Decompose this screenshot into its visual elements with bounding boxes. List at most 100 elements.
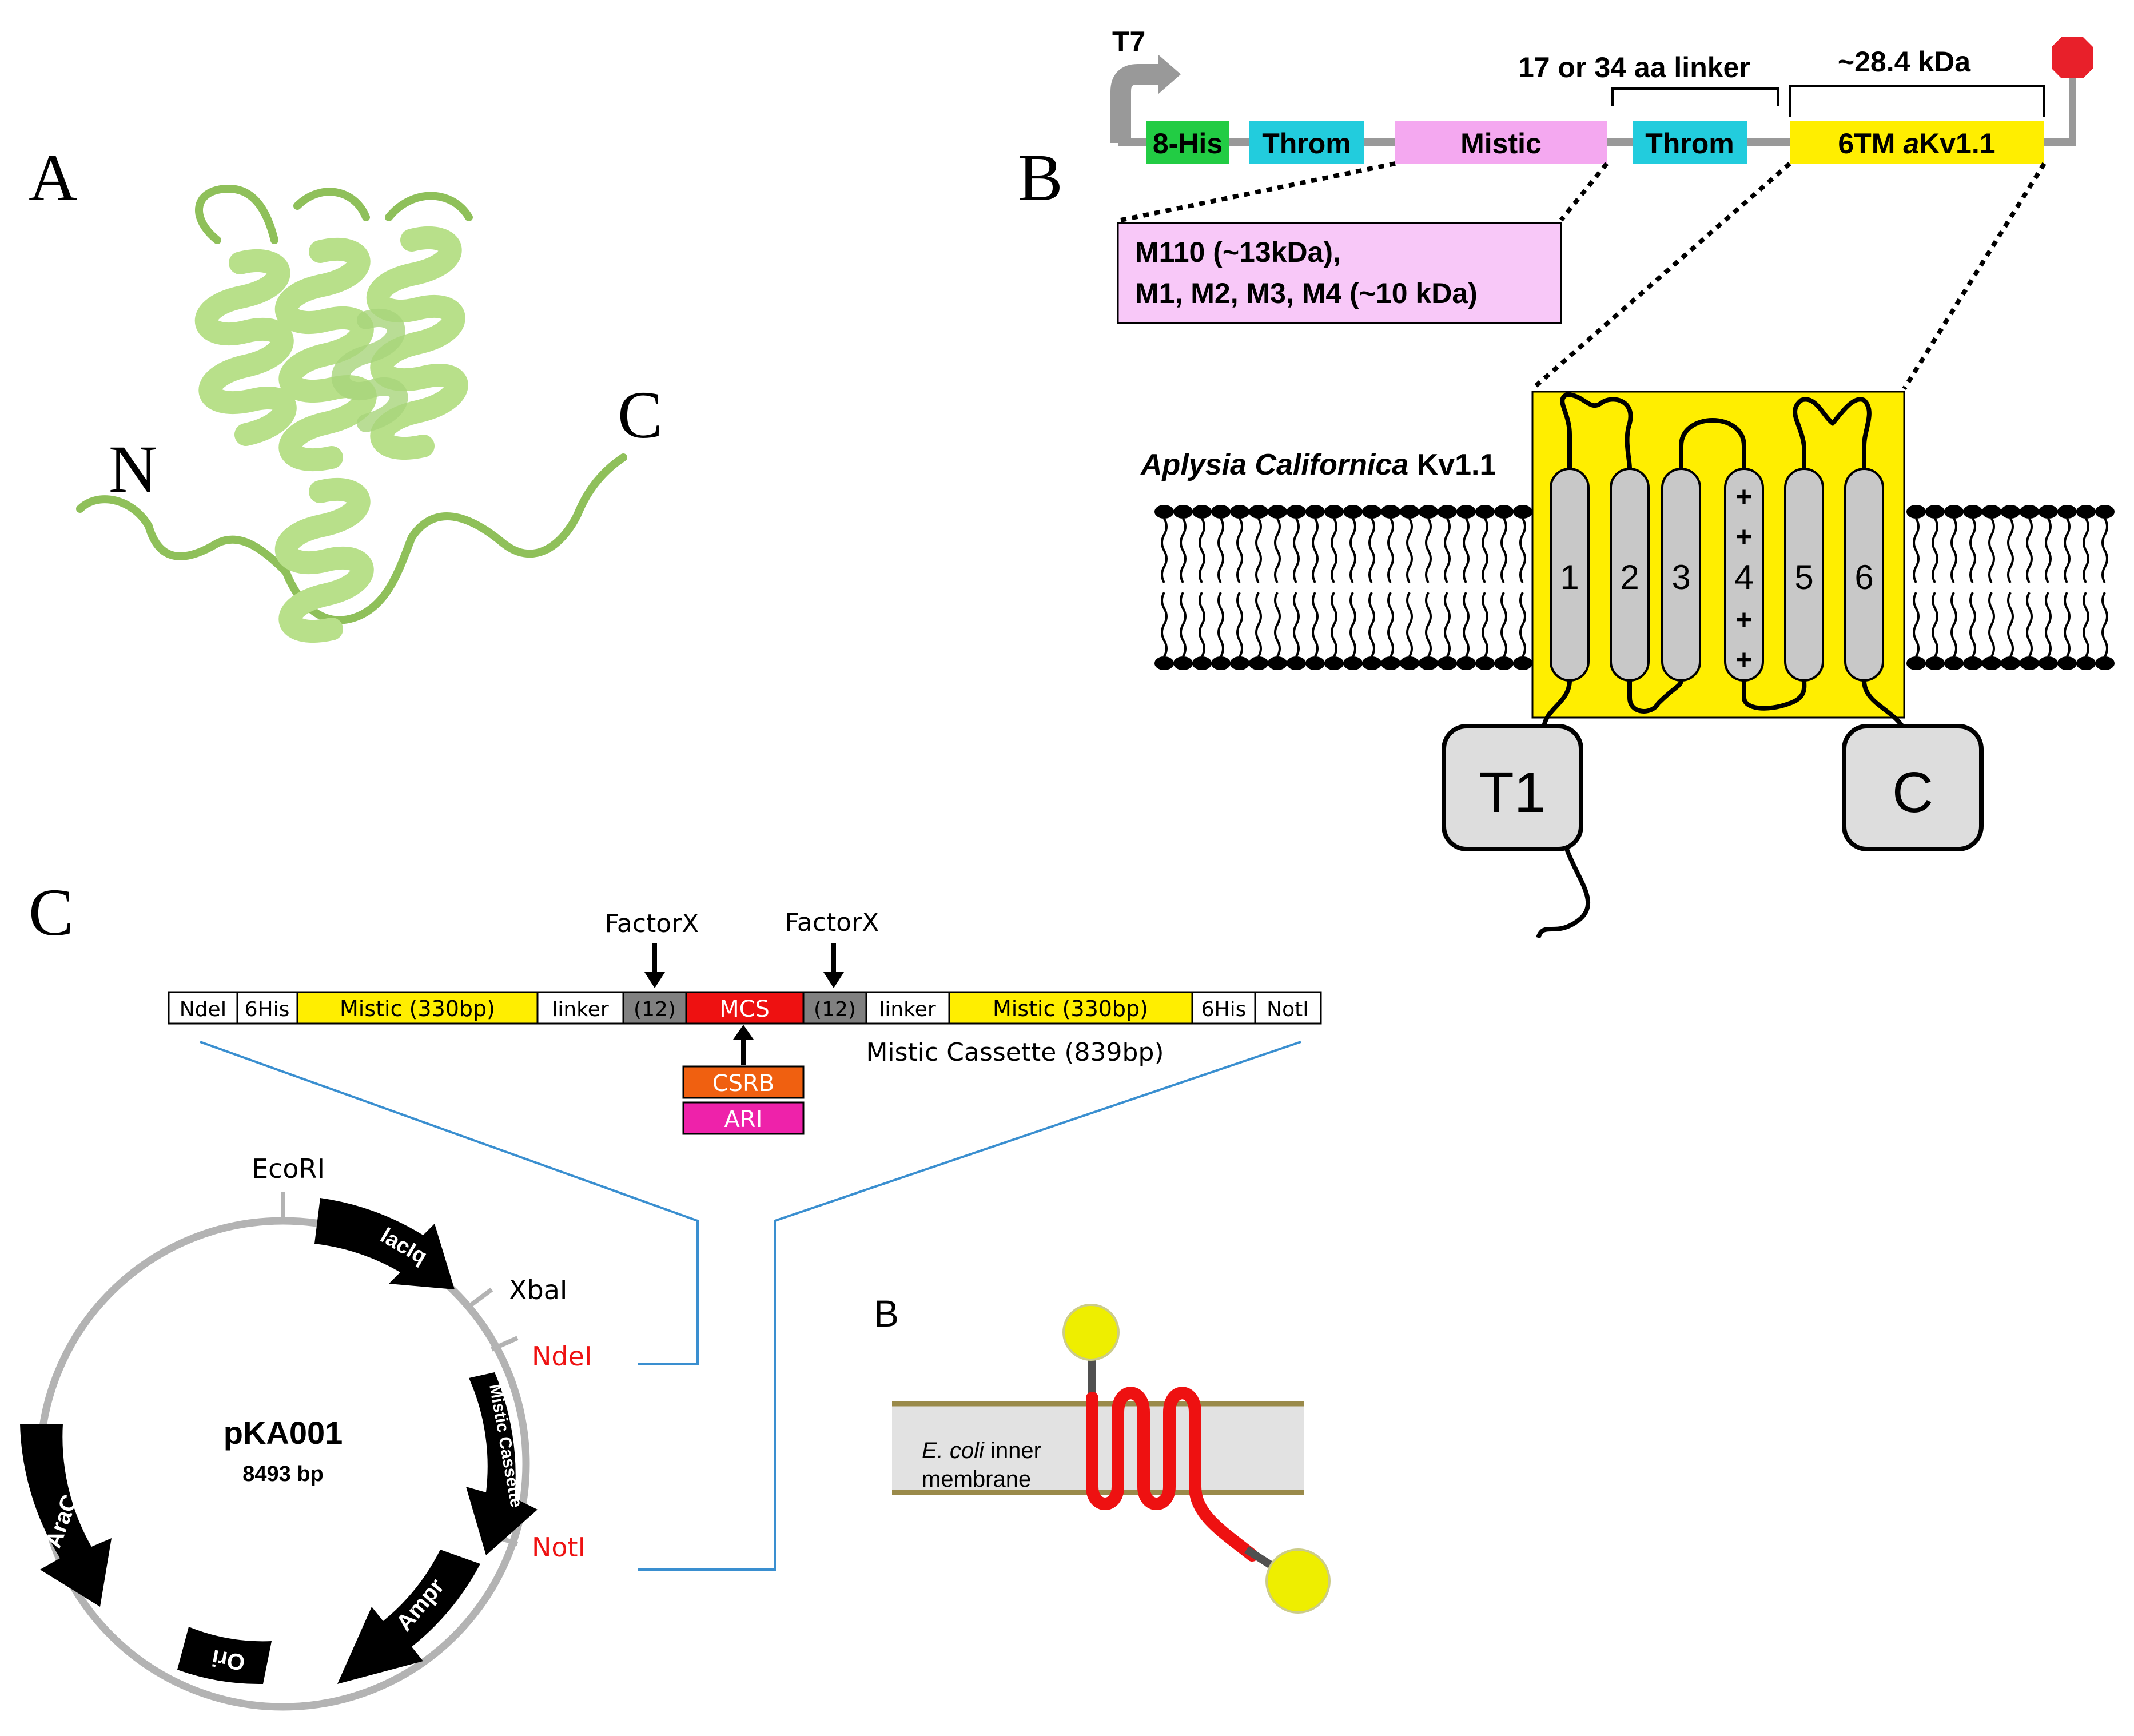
lipid-head — [1362, 505, 1381, 519]
lipid-tail — [1482, 518, 1488, 583]
lipid-tail — [1932, 592, 1938, 657]
mistic-cassette-map: NdeI 6His Mistic (330bp) linker (12) MCS… — [168, 991, 1322, 1025]
lipid-head — [1925, 656, 1945, 670]
lipid-head — [1287, 505, 1306, 519]
cassette-linker-left-label: linker — [552, 998, 609, 1021]
mistic-variants-box — [1117, 222, 1562, 324]
cassette-spacer-left-label: (12) — [634, 998, 676, 1021]
cassette-mistic-left-label: Mistic (330bp) — [340, 996, 495, 1021]
lipid-head — [1324, 656, 1344, 670]
lipid-tail — [2007, 518, 2014, 583]
lipid-head — [1925, 505, 1945, 519]
linker-label: 17 or 34 aa linker — [1518, 51, 1750, 83]
lipid-head — [1494, 505, 1514, 519]
lipid-head — [2095, 505, 2115, 519]
helix-s4-label: 4 — [1734, 558, 1753, 596]
lipid-tail — [1950, 518, 1957, 583]
linker-bracket — [1611, 87, 1779, 106]
lipid-tail — [1500, 592, 1507, 657]
lipid-head — [1944, 505, 1964, 519]
zoom-line-left — [200, 1041, 699, 1365]
helix-s5-label: 5 — [1794, 558, 1813, 596]
lipid-tail — [1519, 518, 1526, 583]
lipid-head — [1154, 505, 1174, 519]
panel-a-label: A — [29, 140, 77, 215]
kv-callout-right — [1902, 162, 2047, 391]
membrane-label-line1: E. coli inner — [922, 1438, 1041, 1463]
lipid-tail — [1425, 518, 1432, 583]
lipid-head — [2039, 656, 2058, 670]
lipid-head — [2076, 505, 2096, 519]
lipid-tail — [1913, 592, 1920, 657]
c-domain-box — [1842, 724, 1984, 851]
helix-s2 — [1610, 468, 1650, 682]
lipid-tail — [1463, 518, 1470, 583]
cassette-mistic-left — [296, 991, 539, 1025]
lipid-tail — [1425, 592, 1432, 657]
arac-gene-arrow — [20, 1424, 112, 1607]
panel-b: B T7 8-His Throm Mistic Throm 6TM aKv1.1… — [1018, 26, 2115, 939]
his-tag-label: 8-His — [1153, 128, 1223, 160]
cassette-mistic-right-label: Mistic (330bp) — [993, 996, 1148, 1021]
lipid-tail — [1161, 592, 1168, 657]
ecori-label: EcoRI — [252, 1153, 325, 1184]
lipid-head — [2076, 656, 2096, 670]
lipid-tail — [1293, 592, 1300, 657]
loop-s4-s5 — [1742, 680, 1807, 711]
lipid-head — [1456, 505, 1476, 519]
thrombin-site-1-label: Throm — [1262, 128, 1351, 160]
lipid-head — [1456, 656, 1476, 670]
cassette-spacer-left — [622, 991, 687, 1025]
cassette-linker-right-label: linker — [879, 998, 936, 1021]
mistic-variants-line1: M110 (~13kDa), — [1135, 236, 1341, 268]
lipid-tail — [1236, 518, 1243, 583]
ori-gene-label: Ori — [210, 1645, 247, 1675]
lipid-head — [1362, 656, 1381, 670]
lipid-head — [1154, 656, 1174, 670]
lipid-head — [1287, 656, 1306, 670]
lipid-head — [2057, 505, 2077, 519]
lipid-tail — [1161, 518, 1168, 583]
lipid-tail — [1950, 592, 1957, 657]
cassette-noti-label: NotI — [1267, 998, 1309, 1021]
lipid-head — [1230, 656, 1249, 670]
mass-bracket — [1789, 85, 2045, 117]
ampr-gene-arrow — [337, 1550, 480, 1684]
cassette-linker-left — [536, 991, 624, 1025]
mistic-variants-line2: M1, M2, M3, M4 (~10 kDa) — [1135, 277, 1478, 309]
lipid-tail — [2064, 518, 2071, 583]
lipid-tail — [1444, 518, 1451, 583]
lipid-head — [2039, 505, 2058, 519]
lipid-head — [2001, 505, 2020, 519]
thrombin-site-2-box — [1633, 121, 1747, 164]
kv-box — [1790, 121, 2044, 164]
panel-d: B E. coli inner membrane — [874, 1292, 1331, 1614]
ari-box — [682, 1101, 805, 1135]
n-terminus-label: N — [109, 432, 157, 507]
lipid-tail — [2045, 592, 2052, 657]
t7-arrowhead-icon — [1158, 54, 1181, 94]
lipid-head — [1906, 505, 1926, 519]
lipid-tail — [1500, 518, 1507, 583]
lipid-tail — [1387, 518, 1394, 583]
s4-charge-3: + — [1736, 605, 1752, 635]
lipid-head — [1438, 656, 1457, 670]
mass-label: ~28.4 kDa — [1838, 46, 1971, 78]
lipid-head — [1268, 656, 1287, 670]
n-term-tether — [1542, 680, 1572, 730]
lipid-head — [1494, 656, 1514, 670]
plasmid-map: EcoRI XbaI NdeI NotI lacIq Mistic Casset… — [20, 1153, 592, 1711]
lipid-tail — [2007, 592, 2014, 657]
mistic-label: Mistic — [1460, 128, 1542, 160]
lipid-tail — [1463, 592, 1470, 657]
lipid-head — [1211, 505, 1231, 519]
lipid-head — [1192, 505, 1212, 519]
lipid-tail — [1255, 592, 1262, 657]
his-tag-box — [1146, 121, 1229, 164]
cassette-caption: Mistic Cassette (839bp) — [866, 1038, 1164, 1067]
t7-label: T7 — [1112, 26, 1145, 58]
lipid-tail — [2083, 518, 2089, 583]
factorx-right-label: FactorX — [785, 908, 879, 937]
lipid-tail — [1406, 592, 1413, 657]
